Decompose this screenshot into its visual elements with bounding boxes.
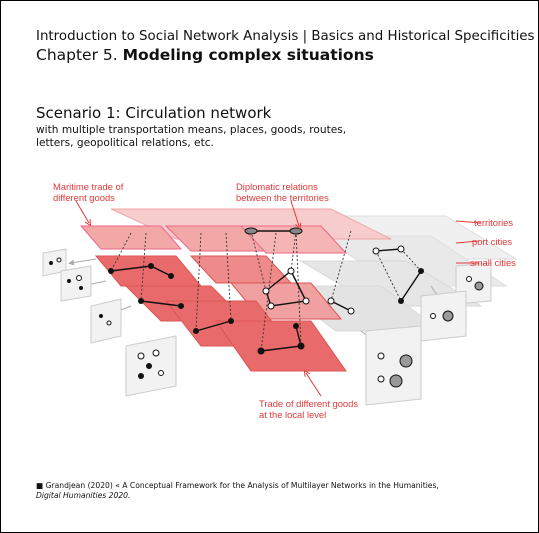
annotation-pointers [75, 200, 482, 397]
scenario-subtitle: with multiple transportation means, plac… [36, 124, 516, 150]
layer-label-small-cities: small cities [470, 257, 516, 268]
annotation-diplomatic: Diplomatic relations between the territo… [236, 181, 329, 203]
port-city-layers [79, 225, 348, 254]
scenario-subtitle-line2: letters, geopolitical relations, etc. [36, 137, 214, 149]
course-title: Introduction to Social Network Analysis … [36, 29, 535, 44]
annotation-local-trade: Trade of different goods at the local le… [259, 398, 359, 420]
layer-label-territories: territories [474, 217, 514, 228]
chapter-prefix: Chapter 5. [36, 46, 118, 64]
scenario-subtitle-line1: with multiple transportation means, plac… [36, 124, 347, 136]
reference-text: Grandjean (2020) « A Conceptual Framewor… [45, 481, 439, 490]
reference-venue: Digital Humanities 2020. [36, 491, 131, 500]
scenario-title: Scenario 1: Circulation network [36, 104, 272, 122]
layer-label-port-cities: port cities [472, 236, 513, 247]
projected-graphs-left [42, 248, 177, 397]
reference-citation: ■ Grandjean (2020) « A Conceptual Framew… [36, 481, 456, 501]
small-city-layers [94, 255, 347, 372]
chapter-title: Chapter 5. Modeling complex situations [36, 46, 374, 64]
reference-bullet: ■ [36, 481, 44, 490]
network-nodes [108, 227, 424, 355]
annotation-maritime: Maritime trade of different goods [53, 181, 124, 203]
interlayer-edges [110, 230, 422, 352]
chapter-name: Modeling complex situations [122, 46, 374, 64]
projected-graphs-right [365, 262, 492, 406]
